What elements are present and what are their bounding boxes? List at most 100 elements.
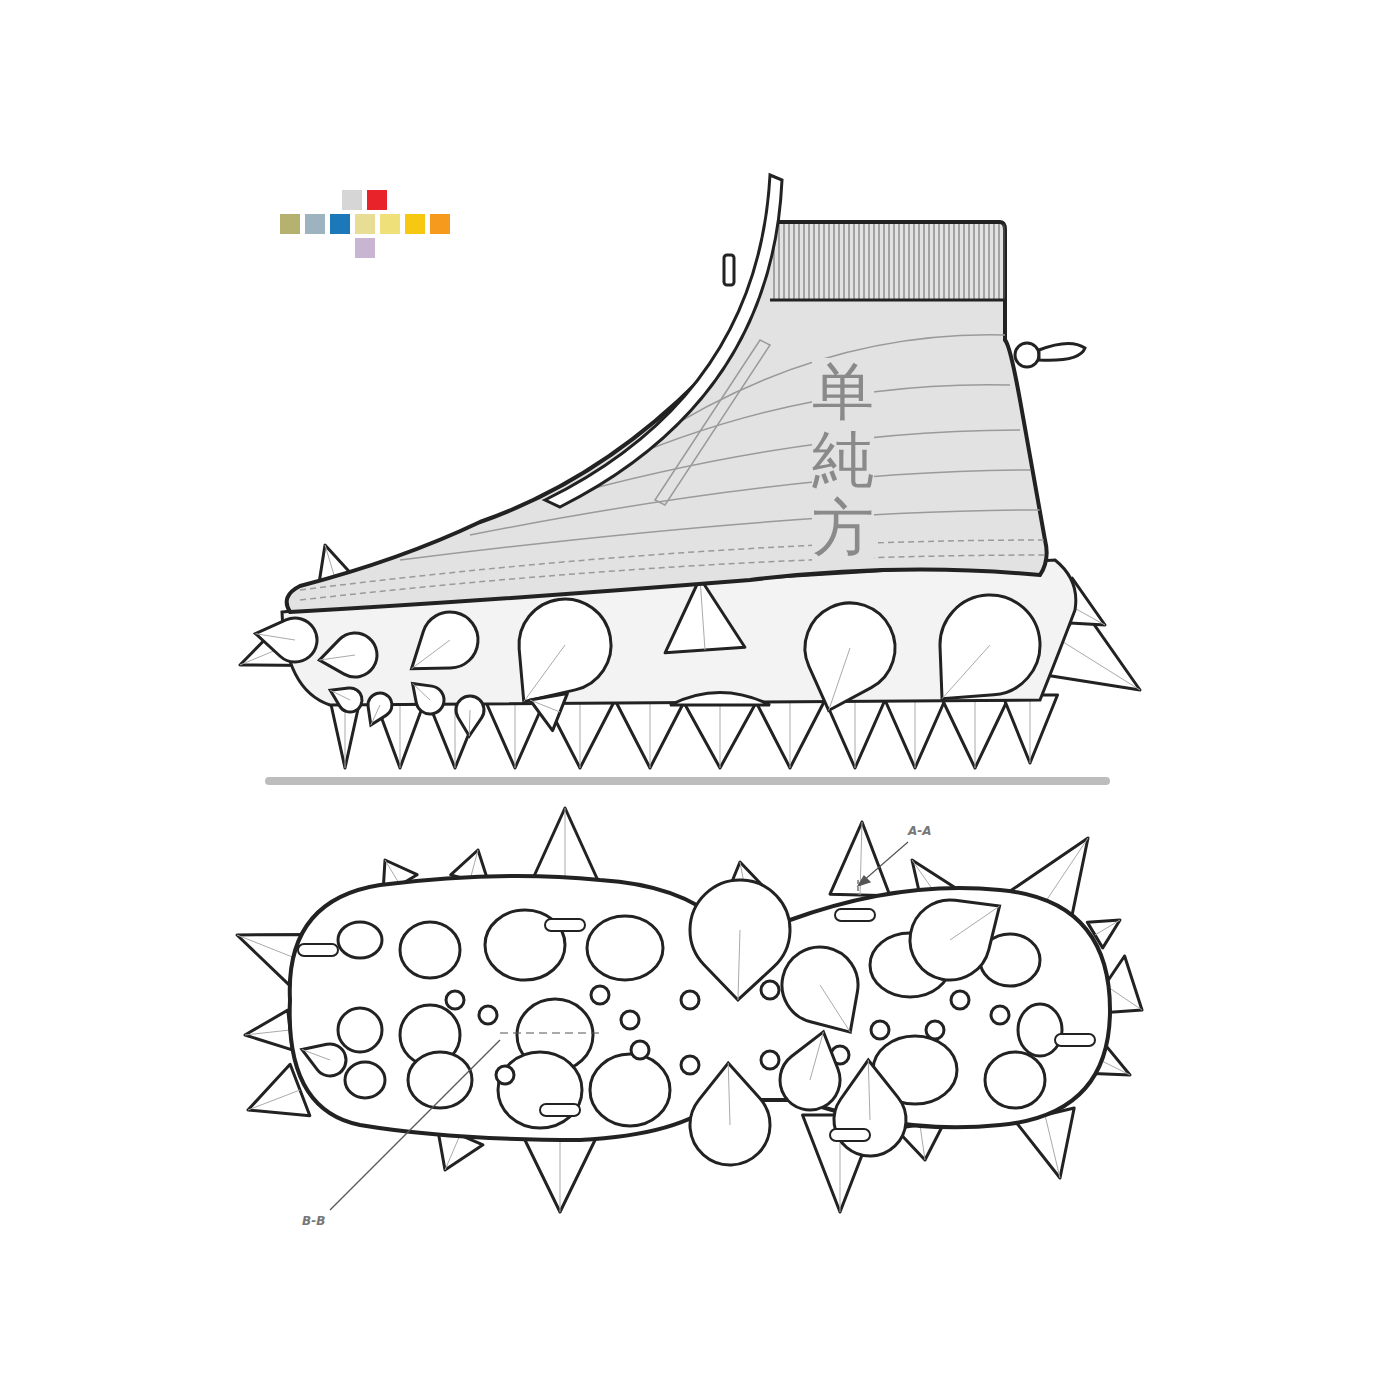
rib bbox=[814, 224, 815, 300]
cone-ridge bbox=[371, 705, 380, 725]
rib bbox=[944, 224, 945, 300]
section-label: B-B bbox=[300, 1214, 327, 1228]
section-lines bbox=[330, 842, 908, 1210]
rib bbox=[934, 224, 935, 300]
cone bbox=[782, 947, 858, 1032]
cone-ridge bbox=[330, 690, 350, 700]
sole-hole bbox=[400, 922, 460, 978]
cone bbox=[256, 618, 317, 662]
zip-tab bbox=[724, 255, 734, 285]
spike bbox=[943, 700, 1008, 768]
spike-ridge bbox=[400, 700, 401, 768]
spike bbox=[530, 808, 600, 885]
rib bbox=[984, 224, 985, 300]
cone-ridge bbox=[820, 985, 850, 1032]
cone-ridge bbox=[728, 1063, 730, 1125]
small-hole bbox=[496, 1066, 514, 1084]
sole-hole bbox=[985, 1052, 1045, 1108]
small-hole bbox=[761, 981, 779, 999]
cone-ridge bbox=[950, 906, 1000, 940]
cone bbox=[780, 1032, 840, 1110]
small-hole bbox=[926, 1021, 944, 1039]
small-hole bbox=[479, 1006, 497, 1024]
cone-ridge bbox=[319, 655, 355, 660]
spike bbox=[1003, 695, 1058, 763]
small-hole bbox=[681, 1056, 699, 1074]
rib bbox=[789, 224, 790, 300]
cone-ridge bbox=[942, 645, 990, 699]
spike-ridge bbox=[1060, 640, 1140, 690]
cone bbox=[319, 633, 377, 677]
slot bbox=[540, 1104, 580, 1116]
slot bbox=[298, 944, 338, 956]
small-hole bbox=[681, 991, 699, 1009]
spike-ridge bbox=[920, 1125, 925, 1160]
slot bbox=[1055, 1034, 1095, 1046]
small-hole bbox=[591, 986, 609, 1004]
spike-ridge bbox=[1100, 1060, 1130, 1075]
rib bbox=[964, 224, 965, 300]
spike bbox=[615, 700, 685, 768]
cone-ridge bbox=[302, 1049, 330, 1060]
spike-ridge bbox=[1045, 1115, 1060, 1178]
cone bbox=[413, 683, 444, 714]
sole-hole bbox=[498, 1052, 582, 1128]
small-hole bbox=[761, 1051, 779, 1069]
rib bbox=[894, 224, 895, 300]
cone bbox=[805, 603, 895, 710]
section-label: A-A bbox=[906, 824, 934, 838]
rib bbox=[1004, 224, 1005, 300]
small-hole bbox=[446, 991, 464, 1009]
slot bbox=[545, 919, 585, 931]
rib bbox=[899, 224, 900, 300]
cone bbox=[690, 880, 790, 1000]
spike-ridge bbox=[560, 1135, 561, 1212]
cone-ridge bbox=[413, 683, 430, 700]
rib bbox=[839, 224, 840, 300]
sole-hole bbox=[590, 1054, 670, 1126]
cone bbox=[368, 693, 392, 725]
small-hole bbox=[951, 991, 969, 1009]
cone-ridge bbox=[829, 648, 850, 710]
spike-ridge bbox=[650, 700, 651, 768]
cone bbox=[330, 688, 362, 712]
cone bbox=[670, 693, 770, 706]
rib bbox=[909, 224, 910, 300]
ground-shadow bbox=[265, 777, 1110, 785]
spike bbox=[245, 1010, 292, 1050]
rib bbox=[809, 224, 810, 300]
spike bbox=[830, 822, 890, 896]
small-hole bbox=[871, 1021, 889, 1039]
spike bbox=[825, 700, 885, 768]
rib bbox=[914, 224, 915, 300]
toggle bbox=[1015, 343, 1085, 367]
sole-hole bbox=[338, 922, 382, 958]
rib bbox=[869, 224, 870, 300]
spike-ridge bbox=[580, 700, 581, 768]
cone bbox=[940, 595, 1040, 699]
rib bbox=[954, 224, 955, 300]
spike bbox=[755, 700, 825, 768]
rib bbox=[884, 224, 885, 300]
spike-ridge bbox=[530, 700, 560, 712]
rib bbox=[844, 224, 845, 300]
cone-ridge bbox=[810, 1032, 823, 1080]
upper-lines bbox=[300, 300, 1045, 600]
zipper-strip bbox=[545, 175, 782, 507]
small-hole bbox=[621, 1011, 639, 1029]
rib bbox=[859, 224, 860, 300]
spike-ridge bbox=[515, 700, 516, 768]
slot bbox=[835, 909, 875, 921]
rib bbox=[989, 224, 990, 300]
rib bbox=[829, 224, 830, 300]
rib bbox=[999, 224, 1000, 300]
rib bbox=[784, 224, 785, 300]
spike bbox=[683, 700, 758, 768]
cone-ridge bbox=[524, 645, 565, 702]
sole-hole bbox=[1018, 1004, 1062, 1056]
spike-ridge bbox=[445, 1135, 460, 1170]
color-palette bbox=[280, 190, 450, 258]
rib bbox=[959, 224, 960, 300]
ribbed-cuff bbox=[774, 224, 1004, 300]
